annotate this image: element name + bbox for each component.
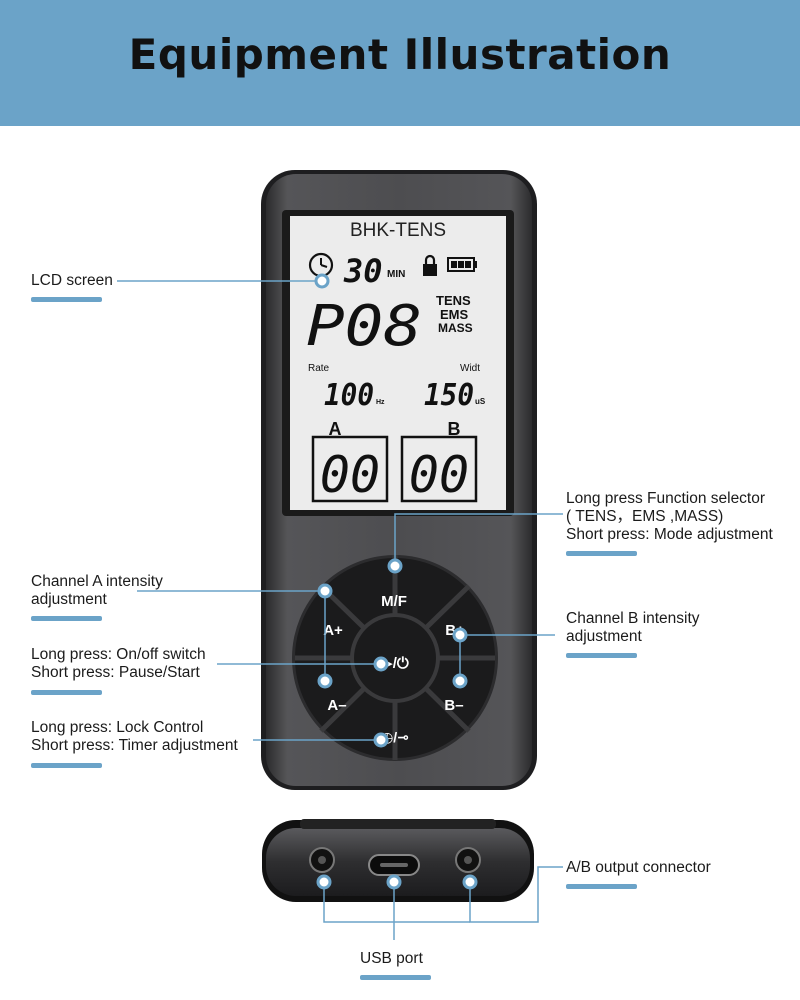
callout-underline (360, 975, 431, 980)
lcd-rate-unit: Hz (376, 399, 385, 406)
callout-lock: Long press: Lock Control Short press: Ti… (31, 719, 238, 755)
callout-lock-line-2: Short press: Timer adjustment (31, 737, 238, 754)
lock-icon (423, 254, 437, 276)
lcd-mode-mass: MASS (438, 321, 473, 335)
callout-function-line-3: Short press: Mode adjustment (566, 526, 773, 543)
callout-underline (31, 763, 102, 768)
callout-channel-b-line-1: Channel B intensity (566, 610, 700, 627)
callout-lock-line-1: Long press: Lock Control (31, 719, 204, 736)
callout-function-line-2: ( TENS，EMS ,MASS) (566, 508, 724, 525)
lcd-channel-b-box (400, 435, 478, 503)
page-title: Equipment Illustration (128, 30, 672, 79)
button-cluster (292, 555, 498, 761)
lcd-program: P08 (306, 294, 422, 359)
callout-underline (566, 653, 637, 658)
lcd-mode-ems: EMS (440, 307, 469, 322)
callout-underline (566, 884, 637, 889)
lcd-channel-b-label: B (448, 419, 461, 439)
leader-lines (117, 280, 563, 940)
output-jack-b-icon (455, 847, 481, 873)
brand-label: BHK-TENS (350, 220, 446, 241)
callout-usb-port-line: USB port (360, 950, 423, 967)
power-button[interactable]: ▶/⏻ (381, 655, 409, 672)
callout-channel-a-line-1: Channel A intensity (31, 573, 163, 590)
callout-function-line-1: Long press Function selector (566, 490, 766, 507)
callout-output-connector: A/B output connector (566, 859, 711, 877)
lcd-width-unit: uS (475, 397, 486, 406)
a-plus-button[interactable]: A+ (323, 622, 343, 639)
callout-lcd-screen: LCD screen (31, 272, 113, 290)
a-minus-button[interactable]: A– (327, 697, 346, 714)
battery-icon (447, 257, 477, 272)
usb-port-icon (368, 854, 420, 876)
lcd-timer-unit: MIN (387, 269, 405, 280)
lcd-width-value: 150 (424, 378, 474, 413)
callout-channel-a: Channel A intensity adjustment (31, 573, 163, 609)
callout-usb-port: USB port (360, 950, 423, 968)
callout-output-connector-line: A/B output connector (566, 859, 711, 876)
callout-function-selector: Long press Function selector ( TENS，EMS … (566, 490, 773, 544)
callout-underline (566, 551, 637, 556)
device-bottom-view (262, 819, 534, 902)
marker-dots (314, 273, 478, 890)
callout-underline (31, 297, 102, 302)
lcd-mode-tens: TENS (436, 293, 471, 308)
callout-channel-b-line-2: adjustment (566, 628, 642, 645)
callout-power: Long press: On/off switch Short press: P… (31, 646, 206, 682)
lcd-channel-a-box (311, 435, 389, 503)
lcd-channel-a-value: 00 (320, 446, 380, 504)
output-jack-a-icon (309, 847, 335, 873)
callout-underline (31, 616, 102, 621)
mode-function-button[interactable]: M/F (381, 593, 407, 610)
lcd-screen: BHK-TENS 30 MIN P08 TENS EMS MASS Rate W… (282, 210, 514, 516)
callout-power-line-1: Long press: On/off switch (31, 646, 206, 663)
b-minus-button[interactable]: B– (444, 697, 463, 714)
callout-power-line-2: Short press: Pause/Start (31, 664, 200, 681)
lcd-width-label: Widt (460, 363, 480, 374)
callout-channel-b: Channel B intensity adjustment (566, 610, 700, 646)
header-banner (0, 0, 800, 126)
callout-lcd-screen-line: LCD screen (31, 272, 113, 289)
callout-underline (31, 690, 102, 695)
lcd-channel-b-value: 00 (409, 446, 469, 504)
lcd-timer: 30 (343, 252, 383, 290)
lcd-rate-value: 100 (324, 378, 374, 413)
lcd-rate-label: Rate (308, 363, 330, 374)
callout-channel-a-line-2: adjustment (31, 591, 107, 608)
lcd-channel-a-label: A (329, 419, 342, 439)
